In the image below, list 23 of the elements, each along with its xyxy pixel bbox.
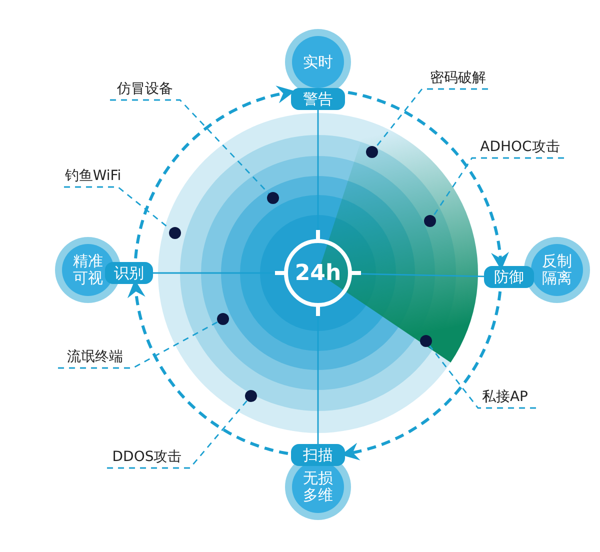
tab-label: 警告 <box>291 88 345 110</box>
tab-label: 防御 <box>484 266 534 288</box>
arrow <box>134 86 295 259</box>
clock-label: 24h <box>294 260 342 286</box>
leader-line <box>429 345 536 409</box>
leader-line <box>110 99 270 194</box>
badge-text: 精准可视 <box>72 253 104 287</box>
leader-line <box>58 321 218 369</box>
callout-label: ADHOC攻击 <box>480 138 560 156</box>
leader-line <box>432 157 564 216</box>
tab-label: 扫描 <box>291 444 345 466</box>
callout-label: 密码破解 <box>430 69 486 87</box>
callout-label: 仿冒设备 <box>117 80 173 98</box>
callout-label: 钓鱼WiFi <box>64 167 122 185</box>
badge-text: 无损多维 <box>302 470 334 504</box>
callout-label: 流氓终端 <box>67 348 123 366</box>
badge-text: 实时 <box>302 54 334 70</box>
leader-line <box>375 88 488 148</box>
callout-label: DDOS攻击 <box>112 448 182 466</box>
badge-text: 反制隔离 <box>542 253 572 287</box>
leader-line <box>107 400 248 469</box>
tab-label: 识别 <box>105 262 153 284</box>
callout-label: 私接AP <box>482 388 528 406</box>
